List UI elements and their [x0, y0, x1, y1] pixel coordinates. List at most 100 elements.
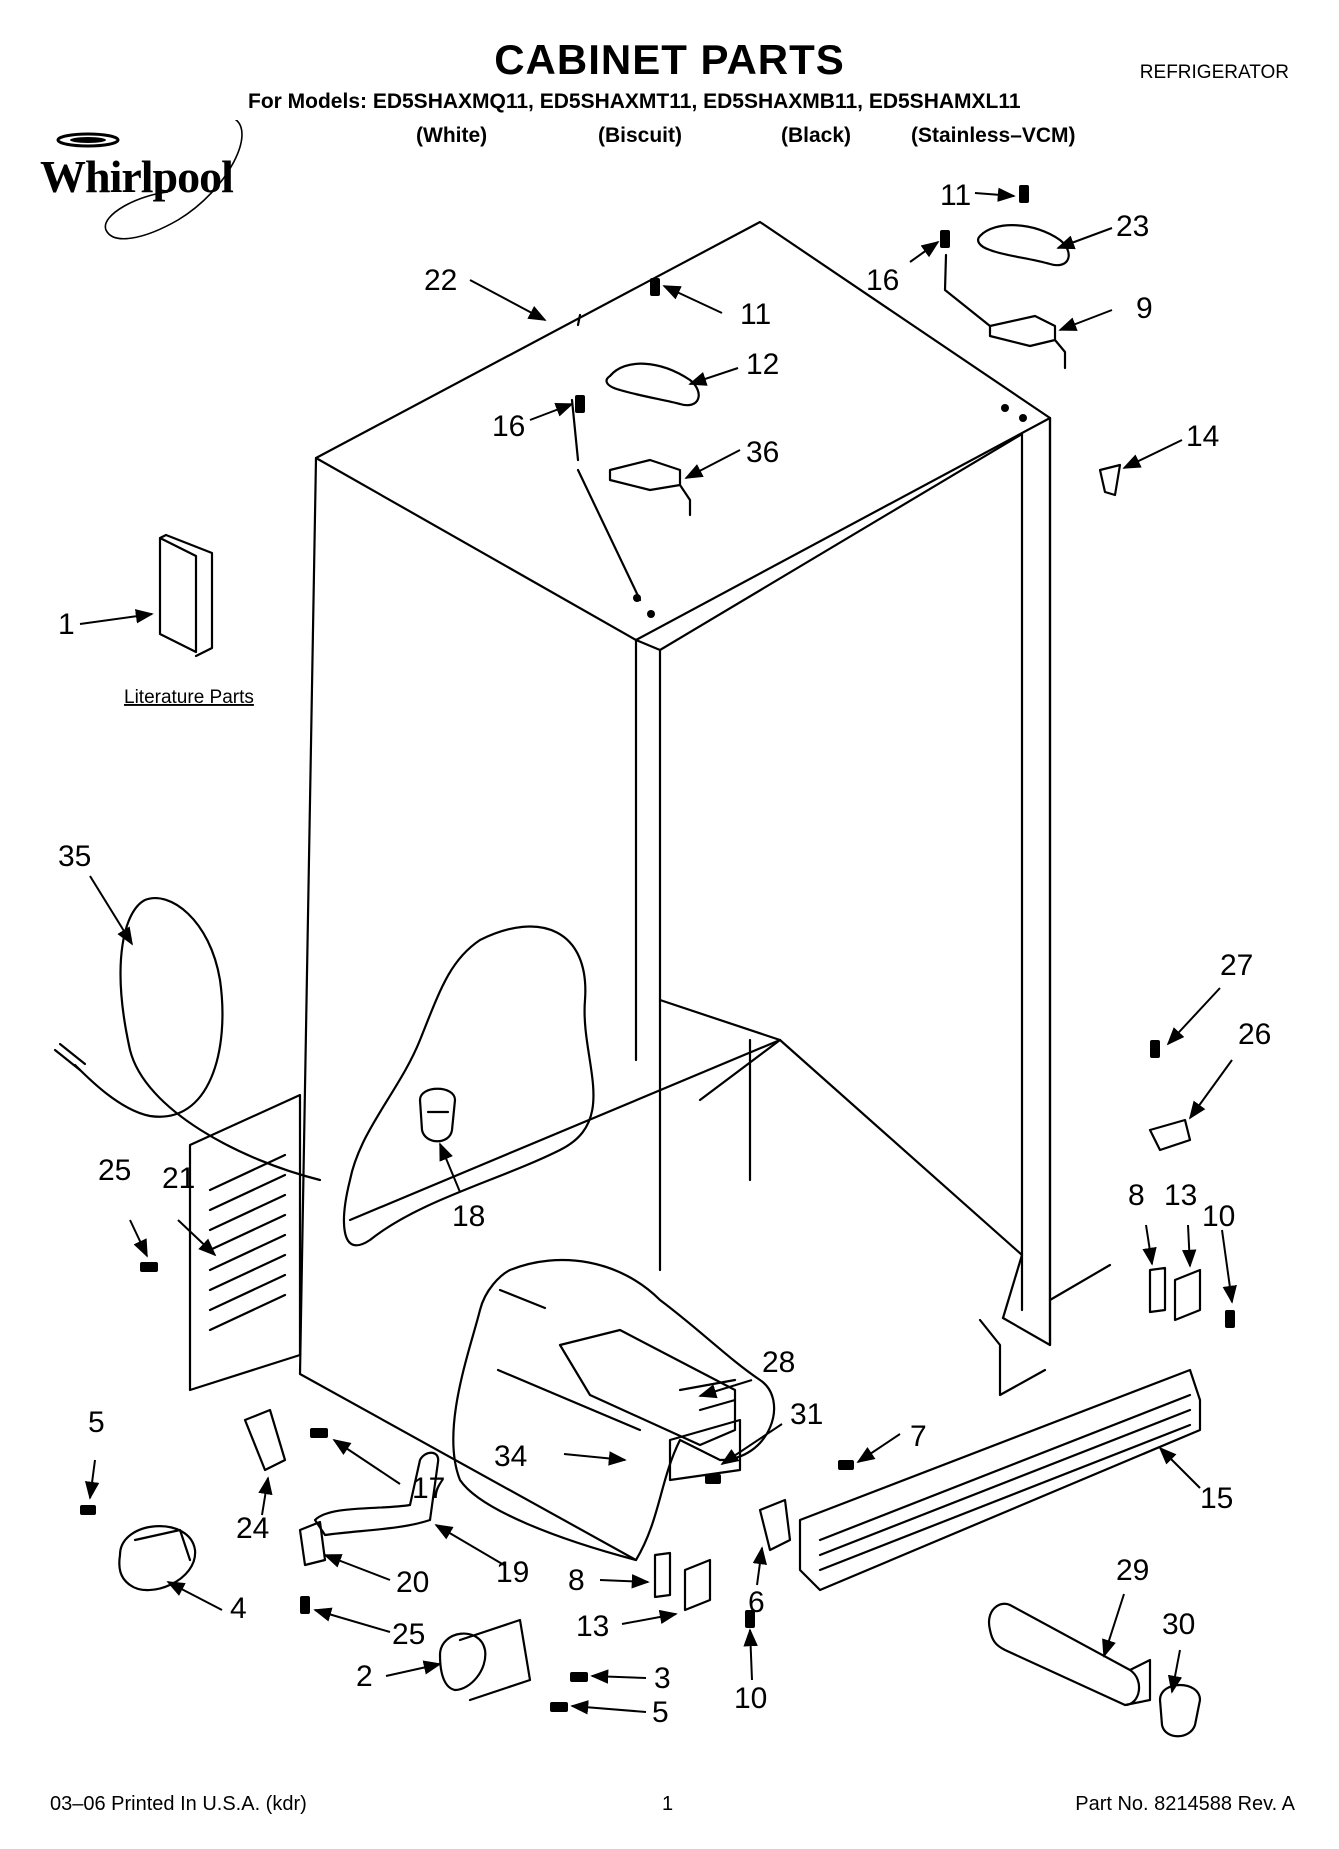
screw-16-top	[940, 230, 950, 248]
water-filter-29	[987, 1602, 1152, 1707]
callout-4: 4	[230, 1592, 247, 1625]
callout-19: 19	[496, 1556, 529, 1589]
leader-12	[688, 367, 739, 386]
leader-18	[439, 1142, 461, 1193]
leveler-4	[118, 1525, 197, 1592]
callout-3: 3	[654, 1662, 671, 1695]
screw-10-bottom	[745, 1610, 755, 1628]
callout-26: 26	[1238, 1018, 1271, 1051]
appliance-type: REFRIGERATOR	[1139, 62, 1289, 83]
leader-30	[1167, 1649, 1183, 1694]
callout-8: 8	[1128, 1179, 1145, 1212]
toe-grille-15	[798, 1368, 1202, 1592]
leader-21	[177, 1219, 217, 1257]
callout-5: 5	[652, 1696, 669, 1729]
filter-cap-30	[1158, 1684, 1202, 1738]
callout-25: 25	[392, 1618, 425, 1651]
callout-28: 28	[762, 1346, 795, 1379]
tube-clamp-20	[298, 1520, 327, 1567]
rear-grille-21	[188, 1093, 302, 1392]
leader-35	[89, 875, 133, 946]
leader-17	[332, 1439, 401, 1485]
roller-bracket-2	[438, 1618, 532, 1702]
leader-25b	[313, 1607, 391, 1633]
hinge-screw-lines	[570, 253, 992, 602]
leader-26	[1188, 1059, 1233, 1120]
color-stainless-label: (Stainless–VCM)	[911, 124, 1076, 147]
callout-16: 16	[492, 410, 525, 443]
color-biscuit-label: (Biscuit)	[598, 124, 682, 147]
water-tube-line	[496, 1288, 642, 1432]
models-line: For Models: ED5SHAXMQ11, ED5SHAXMT11, ED…	[248, 90, 1021, 113]
callout-21: 21	[162, 1162, 195, 1195]
callout-22: 22	[424, 264, 457, 297]
callout-17: 17	[412, 1472, 445, 1505]
callout-5: 5	[88, 1406, 105, 1439]
leader-36	[684, 449, 741, 479]
logo-swirl-icon	[56, 120, 243, 240]
leader-20	[323, 1554, 391, 1581]
cabinet-right-back-edge	[1001, 416, 1052, 1347]
water-tube-19	[313, 1451, 440, 1537]
callout-27: 27	[1220, 949, 1253, 982]
leader-19	[434, 1524, 505, 1566]
rear-grille-slots	[208, 1153, 287, 1332]
leader-9	[1058, 309, 1113, 331]
cabinet-front-frame	[634, 416, 1052, 1347]
cutaway-bottom-panel	[452, 1258, 776, 1562]
literature-parts-label: Literature Parts	[124, 687, 254, 708]
leader-10a	[1221, 1229, 1237, 1304]
leader-14	[1122, 439, 1183, 469]
callout-11: 11	[940, 179, 971, 212]
brand-logo-text: Whirlpool	[40, 151, 234, 202]
callout-16: 16	[866, 264, 899, 297]
leader-5b	[570, 1700, 647, 1715]
mount-hole	[1001, 404, 1009, 412]
cabinet-interior-floor	[698, 1038, 1024, 1320]
leader-13b	[621, 1609, 678, 1625]
screw-25-left	[140, 1262, 158, 1272]
brand-logo: Whirlpool	[28, 120, 278, 250]
callout-15: 15	[1200, 1482, 1233, 1515]
bottom-hinge-left	[653, 1551, 712, 1612]
callout-30: 30	[1162, 1608, 1195, 1641]
top-hinge-cover-23	[977, 224, 1070, 267]
leader-7	[856, 1433, 901, 1463]
screw-11-mid	[650, 278, 660, 296]
cabinet-lower-panel	[978, 1263, 1112, 1397]
callout-11: 11	[740, 298, 771, 331]
door-closer-6	[758, 1498, 792, 1552]
mount-hole	[647, 610, 655, 618]
leader-23	[1056, 227, 1113, 250]
callout-35: 35	[58, 840, 91, 873]
color-white-label: (White)	[416, 124, 488, 147]
callout-36: 36	[746, 436, 779, 469]
leader-1	[79, 609, 154, 625]
leader-31	[720, 1423, 783, 1465]
leader-8a	[1142, 1224, 1157, 1266]
drain-fitting-18	[418, 1087, 457, 1143]
callout-12: 12	[746, 348, 779, 381]
power-cord	[73, 897, 322, 1182]
callout-10: 10	[734, 1682, 767, 1715]
callout-13: 13	[576, 1610, 609, 1643]
page-title: CABINET PARTS	[494, 36, 845, 83]
leader-3	[590, 1669, 647, 1684]
leader-24	[258, 1476, 273, 1516]
callout-24: 24	[236, 1512, 269, 1545]
valve-bracket-31	[668, 1418, 742, 1482]
footer-part-number: Part No. 8214588 Rev. A	[1075, 1793, 1295, 1815]
top-hinge-cover-12	[605, 362, 700, 407]
screw-25-bottom	[300, 1596, 310, 1614]
callout-34: 34	[494, 1440, 527, 1473]
cabinet-left-side	[298, 456, 638, 1562]
callout-20: 20	[396, 1566, 429, 1599]
callout-8: 8	[568, 1564, 585, 1597]
screw-5-bottom	[550, 1702, 568, 1712]
leader-11a	[974, 187, 1016, 202]
leader-11b	[662, 285, 723, 314]
leader-27	[1166, 987, 1221, 1046]
callout-9: 9	[1136, 292, 1153, 325]
part-14-tab	[1098, 463, 1122, 497]
callout-13: 13	[1164, 1179, 1197, 1212]
